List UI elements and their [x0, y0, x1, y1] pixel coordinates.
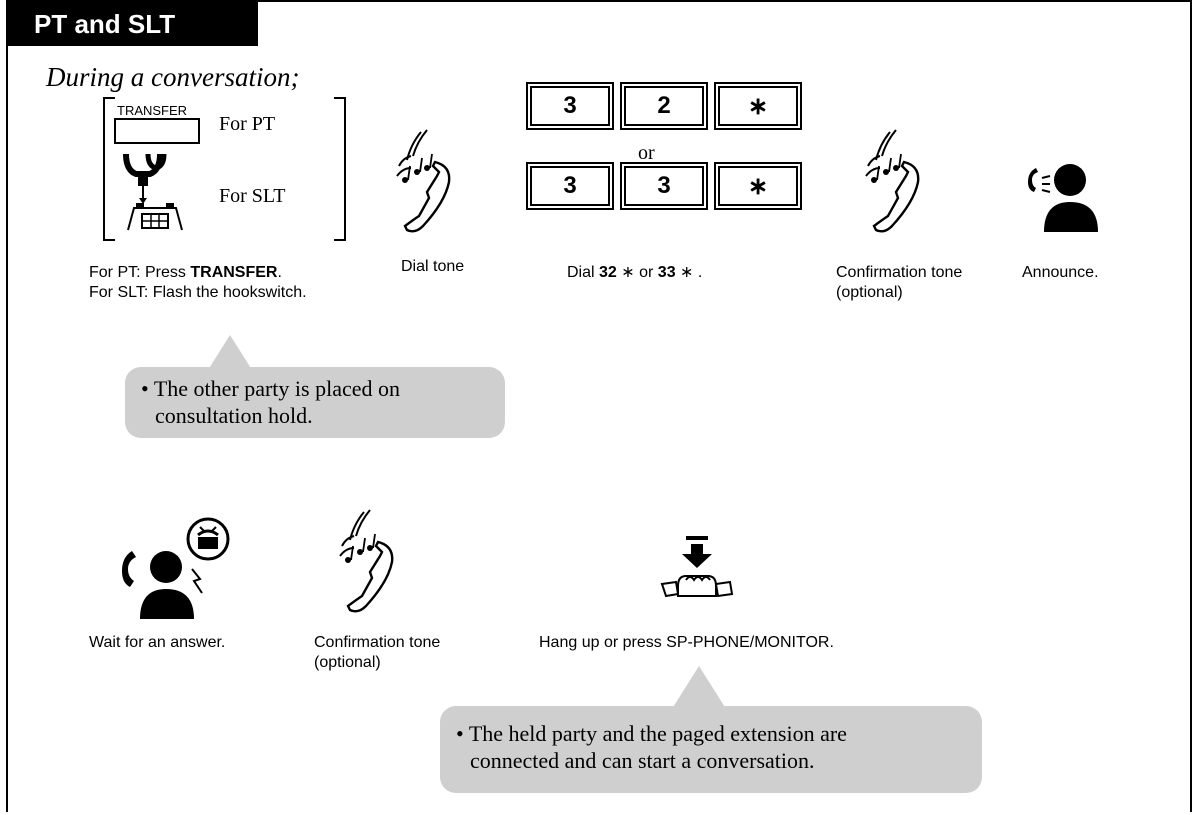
step5-caption: Announce.	[1022, 264, 1099, 281]
step3-caption: Dial 32 ∗ or 33 ∗ .	[567, 263, 702, 283]
step1-caption-line2: For SLT: Flash the hookswitch.	[89, 284, 307, 301]
step3-caption-suffix: .	[693, 264, 703, 281]
left-bracket	[103, 97, 115, 241]
transfer-key-label: TRANSFER	[117, 103, 188, 118]
note2-line1-text: The held party and the paged extension a…	[468, 721, 847, 746]
dial-keys-row-2: 3 3 ∗	[526, 162, 802, 210]
note2-line1: • The held party and the paged extension…	[456, 720, 966, 747]
hang-up-icon	[660, 536, 734, 598]
step7-caption-line1: Confirmation tone	[314, 634, 441, 651]
step3-star-1: ∗	[621, 264, 635, 281]
note1-line2: consultation hold.	[155, 403, 313, 428]
step7-caption: Confirmation tone (optional)	[314, 633, 440, 673]
step8-caption: Hang up or press SP-PHONE/MONITOR.	[539, 634, 834, 651]
step4-caption-line2: (optional)	[836, 284, 903, 301]
step3-star-2: ∗	[680, 264, 694, 281]
confirmation-tone-handset-icon	[865, 129, 920, 233]
wait-for-answer-icon	[122, 517, 230, 619]
note2-line2: connected and can start a conversation.	[470, 748, 815, 773]
step7-caption-line2: (optional)	[314, 654, 381, 671]
step3-caption-or: or	[634, 264, 658, 281]
dial-keys-row-1: 3 2 ∗	[526, 82, 802, 130]
note1-line1: • The other party is placed on	[141, 375, 489, 402]
step4-caption: Confirmation tone (optional)	[836, 263, 962, 303]
note1-line1-text: The other party is placed on	[153, 376, 401, 401]
or-text: or	[638, 142, 655, 164]
note1-bubble: • The other party is placed on consultat…	[125, 367, 505, 438]
section-title: PT and SLT	[8, 2, 258, 46]
dial-tone-handset-icon	[396, 129, 451, 233]
for-slt-label: For SLT	[219, 185, 286, 207]
key-2: 2	[620, 82, 708, 130]
note1-bullet: •	[141, 376, 149, 401]
step2-caption: Dial tone	[401, 258, 465, 275]
step1-caption-bold: TRANSFER	[190, 264, 278, 281]
step4-caption-line1: Confirmation tone	[836, 264, 963, 281]
note2-bubble: • The held party and the paged extension…	[440, 706, 982, 793]
key-3: 3	[526, 82, 614, 130]
note2-pointer	[670, 666, 728, 712]
announce-person-icon	[1028, 164, 1098, 232]
intro-text: During a conversation;	[46, 62, 300, 92]
step3-caption-prefix: Dial	[567, 264, 600, 281]
key-star: ∗	[714, 82, 802, 130]
note2-bullet: •	[456, 721, 464, 746]
for-pt-label: For PT	[219, 113, 276, 135]
key-star: ∗	[714, 162, 802, 210]
page-frame	[6, 0, 1192, 812]
transfer-key-icon	[114, 118, 200, 144]
step1-caption-suffix: .	[277, 264, 282, 281]
confirmation-tone-handset-icon-2	[339, 509, 394, 613]
step3-code1: 32	[599, 264, 617, 281]
step1-caption-prefix: For PT: Press	[89, 264, 191, 281]
right-bracket	[334, 97, 346, 241]
key-3: 3	[526, 162, 614, 210]
step3-code2: 33	[657, 264, 676, 281]
hookswitch-flash-icon	[123, 153, 183, 231]
step6-caption: Wait for an answer.	[89, 634, 226, 651]
step1-caption: For PT: Press TRANSFER. For SLT: Flash t…	[89, 263, 307, 303]
key-3: 3	[620, 162, 708, 210]
